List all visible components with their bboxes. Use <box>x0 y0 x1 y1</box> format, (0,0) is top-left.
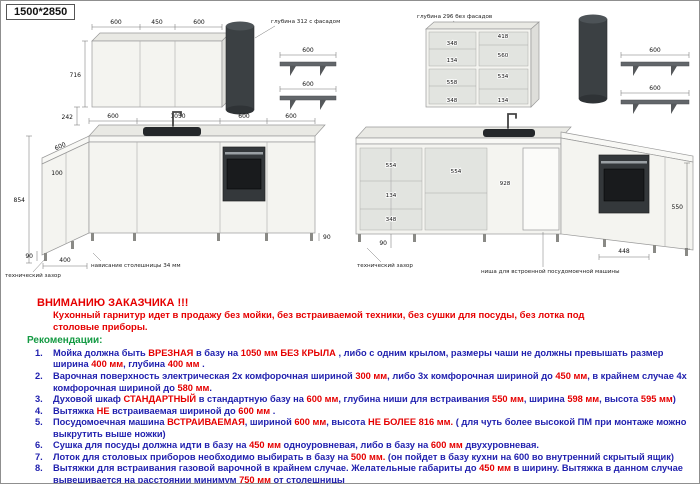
recommendations-list: Мойка должна быть ВРЕЗНАЯ в базу на 1050… <box>27 347 693 484</box>
shelf-dim-1 <box>279 52 337 58</box>
cooker-hood <box>225 21 255 115</box>
size-tag: 560 <box>498 53 509 59</box>
recommendation-item: Вытяжки для встраивания газовой варочной… <box>35 463 683 484</box>
dim-label: 550 <box>672 204 684 211</box>
dim-label: 600 <box>302 47 314 54</box>
depth-annotation: глубина 312 с фасадом <box>271 19 340 25</box>
dim-label: 600 <box>193 19 205 26</box>
kitchen-drawing-front-view: 600 450 600 716 глубина 312 с фасадом <box>5 19 340 279</box>
kitchen-drawing-back-view: глубина 296 без фасадов 348 418 560 134 … <box>355 14 694 275</box>
overall-size-label: 1500*2850 <box>6 4 76 20</box>
size-tag: 928 <box>500 181 511 187</box>
dim-label: 600 <box>238 113 250 120</box>
oven <box>598 154 650 214</box>
oven <box>222 146 266 202</box>
dim-label: 716 <box>70 72 82 79</box>
base-cabinets-open <box>355 126 694 256</box>
faucet <box>172 111 182 127</box>
dishwasher-niche <box>522 147 560 231</box>
wall-cabinets-open <box>425 21 540 108</box>
size-tag: 348 <box>386 217 397 223</box>
dim-label: 600 <box>285 113 297 120</box>
recommendation-item: Посудомоечная машина ВСТРАИВАЕМАЯ, ширин… <box>35 417 687 439</box>
sink <box>483 113 535 137</box>
recommendation-item: Сушка для посуды должна идти в базу на 4… <box>35 440 539 451</box>
recommendation-item: Лоток для столовых приборов необходимо в… <box>35 451 675 463</box>
dimension-line-400 <box>42 263 88 269</box>
shelf-dim-2 <box>620 90 690 96</box>
dim-label: 854 <box>14 197 26 204</box>
annotation-leader <box>254 25 276 39</box>
dim-label: 600 <box>649 85 661 92</box>
annotation-leader <box>32 258 46 273</box>
warning-body: Кухонный гарнитур идет в продажу без мой… <box>53 310 585 333</box>
dim-label: 600 <box>302 81 314 88</box>
dim-label: 90 <box>323 234 331 241</box>
size-tag: 134 <box>498 98 509 104</box>
dimension-line-854 <box>26 135 32 264</box>
depth-annotation: глубина 296 без фасадов <box>417 14 492 20</box>
shelf-dim-1 <box>620 52 690 58</box>
dimension-lines-counter <box>88 118 316 124</box>
dim-label: 90 <box>25 253 33 260</box>
dim-label: 448 <box>618 248 630 255</box>
dim-label: 100 <box>51 170 63 177</box>
recommendation-item: Варочная поверхность электрическая 2х ко… <box>35 371 687 393</box>
annotation-leader <box>92 252 102 262</box>
dimension-line-448 <box>598 254 650 260</box>
dimension-line-550 <box>684 162 690 250</box>
size-tag: 418 <box>498 34 509 40</box>
recommendation-item: Вытяжка НЕ встраиваемая шириной до 600 м… <box>35 405 276 417</box>
wall-shelf-lower <box>620 99 690 114</box>
size-tag: 558 <box>447 80 458 86</box>
dim-label: 90 <box>379 240 387 247</box>
warning-title: ВНИМАНИЮ ЗАКАЗЧИКА !!! <box>37 297 189 309</box>
dim-label: 1050 <box>170 113 185 120</box>
dim-label: 450 <box>151 19 163 26</box>
size-tag: 134 <box>386 193 397 199</box>
dim-label: 600 <box>110 19 122 26</box>
dim-label: 400 <box>59 257 71 264</box>
shelf-dim-2 <box>279 86 337 92</box>
recommendations-heading: Рекомендации: <box>27 334 103 346</box>
sink <box>143 111 201 136</box>
cooker-hood <box>578 14 608 104</box>
dimension-line-716 <box>82 40 88 108</box>
annotation-leader <box>366 247 382 263</box>
size-tag: 134 <box>447 58 458 64</box>
wall-shelf-lower <box>279 95 337 110</box>
recommendation-item: Духовой шкаф СТАНДАРТНЫЙ в стандартную б… <box>35 394 676 405</box>
dim-label: 600 <box>54 141 67 152</box>
size-tag: 554 <box>451 169 462 175</box>
faucet <box>507 113 517 129</box>
recommendation-item: Мойка должна быть ВРЕЗНАЯ в базу на 1050… <box>35 347 664 370</box>
size-tag: 554 <box>386 163 397 169</box>
base-cabinets <box>41 124 326 261</box>
wall-shelf-upper <box>620 61 690 76</box>
gap-annotation: технический зазор <box>5 272 61 279</box>
dim-label: 600 <box>649 47 661 54</box>
niche-annotation: ниша для встроенной посудомоечной машины <box>481 268 620 275</box>
wall-cabinets <box>91 32 231 108</box>
dim-label: 242 <box>62 114 74 121</box>
customer-notes: ВНИМАНИЮ ЗАКАЗЧИКА !!! Кухонный гарнитур… <box>1 295 699 484</box>
dim-label: 600 <box>107 113 119 120</box>
overhang-annotation: нависание столешницы 34 мм <box>91 263 181 269</box>
size-tag: 348 <box>447 41 458 47</box>
size-tag: 348 <box>447 98 458 104</box>
dimension-lines-top <box>91 24 223 30</box>
wall-shelf-upper <box>279 61 337 76</box>
gap-annotation: технический зазор <box>357 262 413 269</box>
size-tag: 534 <box>498 74 509 80</box>
dimension-line-242 <box>74 106 80 126</box>
